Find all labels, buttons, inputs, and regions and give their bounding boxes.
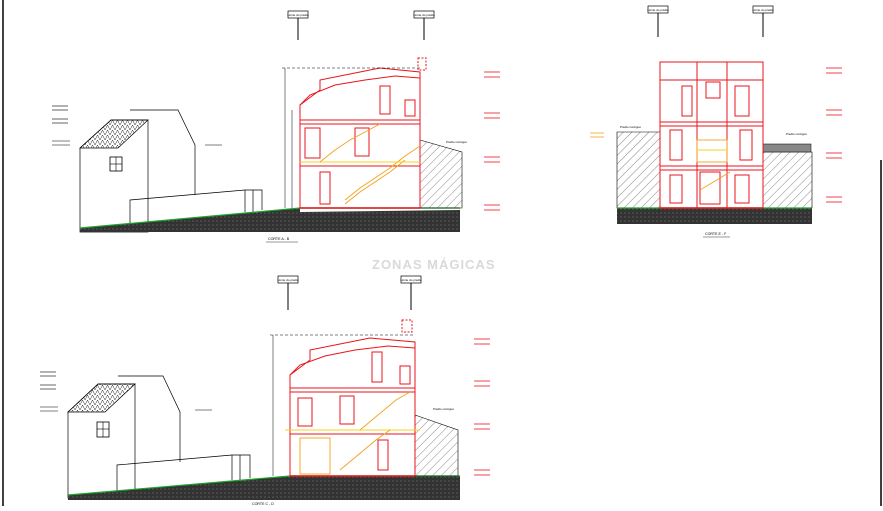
section-ab: Limite do prédio Limite do prédio bbox=[52, 10, 500, 243]
dimension-cd bbox=[270, 334, 415, 476]
contiguous-left-ef bbox=[616, 131, 661, 209]
limit-marker-ab-left: Limite do prédio bbox=[287, 10, 309, 40]
section-cd: Limite do prédio Limite do prédio bbox=[40, 275, 490, 506]
limit-label: Limite do prédio bbox=[647, 8, 669, 12]
neighbour-house-ab bbox=[79, 109, 263, 233]
ground-ef bbox=[617, 208, 812, 224]
limit-label: Limite do prédio bbox=[413, 13, 435, 17]
level-marks-ab-left bbox=[52, 105, 222, 146]
contiguous-label: Prédio contíguo bbox=[433, 407, 454, 411]
contiguous-building-ab bbox=[419, 139, 463, 209]
contiguous-label: Prédio contíguo bbox=[620, 125, 641, 129]
limit-marker-ef-right: Limite do prédio bbox=[752, 5, 774, 37]
limit-marker-ef-left: Limite do prédio bbox=[647, 5, 669, 37]
level-marks-ef-right bbox=[826, 67, 842, 203]
dimension-ab bbox=[282, 67, 420, 208]
retaining-wall-ef bbox=[762, 143, 812, 153]
neighbour-house-cd bbox=[67, 375, 251, 499]
stair-ef bbox=[696, 139, 731, 191]
ground-ab bbox=[80, 208, 460, 232]
stair-cd bbox=[285, 391, 420, 475]
house-section-ef bbox=[659, 61, 764, 209]
level-marks-cd-right bbox=[474, 338, 490, 476]
limit-label: Limite do prédio bbox=[752, 8, 774, 12]
limit-label: Limite do prédio bbox=[400, 278, 422, 282]
limit-label: Limite do prédio bbox=[277, 278, 299, 282]
house-section-cd bbox=[289, 319, 416, 477]
contiguous-label: Prédio contíguo bbox=[446, 140, 467, 144]
contiguous-building-cd bbox=[414, 414, 459, 477]
section-ef-title: CORTE E - F bbox=[705, 232, 727, 236]
contiguous-right-ef bbox=[762, 151, 813, 209]
limit-marker-cd-left: Limite do prédio bbox=[277, 275, 299, 310]
ground-cd bbox=[68, 476, 460, 500]
level-marks-ab-right bbox=[484, 71, 500, 211]
section-cd-title: CORTE C - D bbox=[252, 502, 274, 506]
limit-marker-cd-right: Limite do prédio bbox=[400, 275, 422, 310]
level-marks-ef-left bbox=[590, 132, 604, 138]
house-section-ab bbox=[299, 57, 427, 209]
level-marks-cd-left bbox=[40, 371, 212, 412]
section-ab-title: CORTE A - B bbox=[268, 237, 290, 241]
watermark: ZONAS MÁGICAS bbox=[372, 257, 496, 272]
stair-ab bbox=[300, 123, 421, 205]
limit-marker-ab-right: Limite do prédio bbox=[413, 10, 435, 40]
limit-label: Limite do prédio bbox=[287, 13, 309, 17]
contiguous-label: Prédio contíguo bbox=[786, 132, 807, 136]
section-ef: Limite do prédio Limite do prédio Prédio… bbox=[590, 5, 842, 238]
